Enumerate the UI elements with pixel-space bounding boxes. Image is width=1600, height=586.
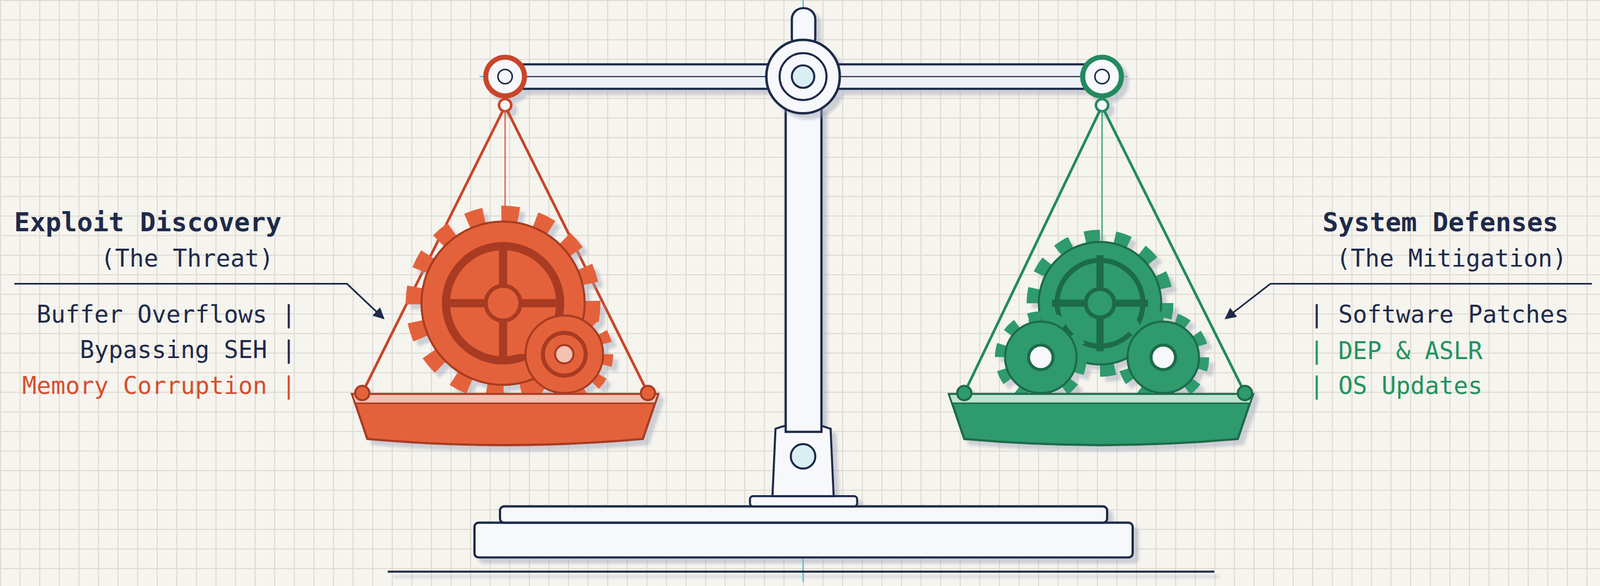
defense-subheading: (The Mitigation) — [1336, 244, 1567, 273]
scale-beam — [485, 39, 1122, 114]
scale-base — [387, 8, 1215, 572]
defense-item: | Software Patches — [1309, 300, 1569, 329]
defense-pan — [948, 110, 1253, 446]
defense-item: | OS Updates — [1309, 372, 1483, 400]
defense-heading: System Defenses — [1322, 207, 1559, 238]
threat-subheading: (The Threat) — [100, 244, 274, 273]
threat-heading: Exploit Discovery — [14, 207, 282, 238]
threat-item: Bypassing SEH | — [79, 336, 296, 364]
threat-item: Buffer Overflows | — [36, 300, 296, 329]
defense-item: | DEP & ASLR — [1309, 337, 1483, 366]
threat-pan — [351, 110, 659, 446]
threat-item: Memory Corruption | — [22, 372, 296, 400]
